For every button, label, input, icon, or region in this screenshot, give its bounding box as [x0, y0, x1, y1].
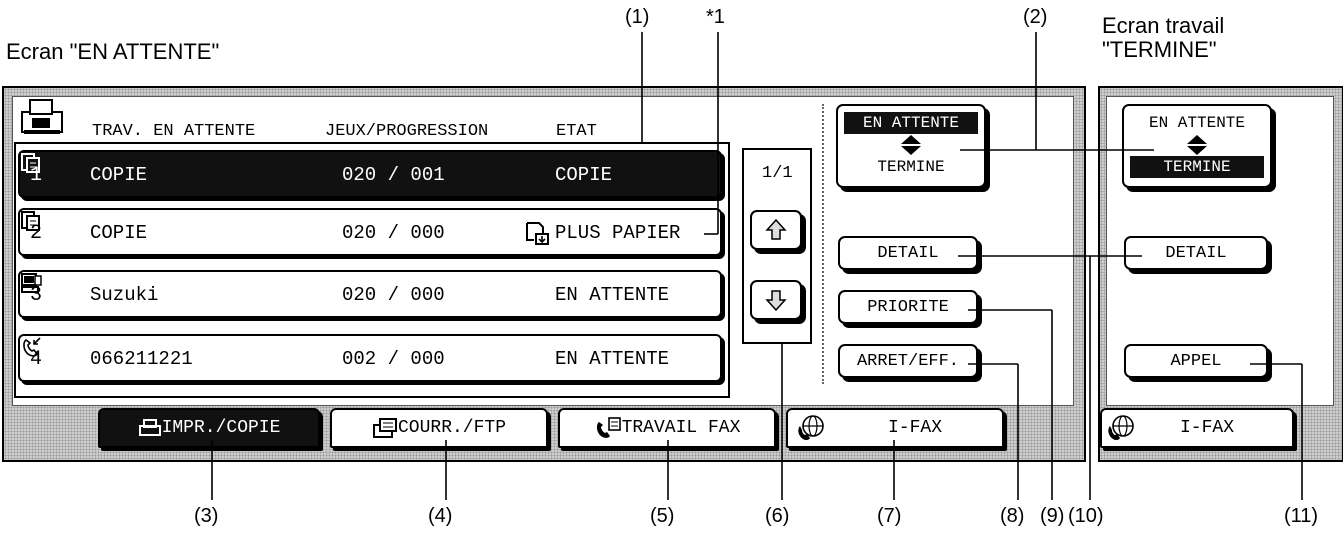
tab-label: TRAVAIL FAX [621, 418, 741, 438]
tab-mail-ftp[interactable]: COURR./FTP [330, 408, 548, 448]
job-row-1[interactable]: 1 COPIE 020 / 001 COPIE [18, 150, 722, 198]
job-number: 2 [30, 222, 43, 245]
callout-1: (1) [625, 6, 650, 28]
callout-6: (6) [765, 505, 790, 527]
callout-9: (9) [1040, 505, 1065, 527]
tab-label: COURR./FTP [397, 418, 507, 438]
job-status: COPIE [555, 164, 613, 186]
paper-out-icon [526, 222, 549, 245]
copy-icon [21, 153, 40, 173]
job-row-4[interactable]: 4 066211221 002 / 000 EN ATTENTE [18, 334, 722, 382]
priority-button[interactable]: PRIORITE [838, 290, 978, 324]
detail-button[interactable]: DETAIL [838, 236, 978, 270]
stop-delete-button[interactable]: ARRET/EFF. [838, 344, 978, 378]
done-screen-caption-1: Ecran travail [1102, 13, 1225, 38]
fax-incoming-icon [23, 337, 41, 357]
printer-header-icon [21, 99, 63, 134]
job-name: 066211221 [90, 348, 193, 370]
call-button[interactable]: APPEL [1124, 344, 1268, 378]
callout-7: (7) [877, 505, 902, 527]
toggle-waiting: EN ATTENTE [844, 112, 978, 134]
job-name: COPIE [90, 164, 148, 186]
job-status: EN ATTENTE [555, 348, 670, 370]
job-quantity: 020 / 000 [342, 284, 445, 306]
callout-star1: *1 [706, 6, 725, 28]
toggle-done: TERMINE [877, 158, 945, 176]
tab-label: IMPR./COPIE [161, 418, 281, 438]
callout-3: (3) [194, 505, 219, 527]
page-indicator: 1/1 [762, 164, 793, 183]
separator [822, 104, 824, 384]
callout-4: (4) [428, 505, 453, 527]
job-name: COPIE [90, 222, 148, 244]
col-header-sets: JEUX/PROGRESSION [325, 122, 489, 141]
done-tab-i-fax[interactable]: I-FAX [1100, 408, 1294, 448]
job-row-3[interactable]: 3 Suzuki 020 / 000 EN ATTENTE [18, 270, 722, 318]
done-detail-button[interactable]: DETAIL [1124, 236, 1268, 270]
tab-i-fax[interactable]: I-FAX [786, 408, 1004, 448]
job-list-frame [14, 142, 730, 398]
globe-icon [798, 415, 824, 441]
mail-icon [372, 418, 397, 438]
job-quantity: 020 / 001 [342, 164, 445, 186]
callout-2: (2) [1023, 6, 1048, 28]
tab-label: I-FAX [1180, 418, 1235, 438]
job-row-2[interactable]: 2 COPIE 020 / 000 PLUS PAPIER [18, 208, 722, 256]
job-number: 1 [30, 164, 43, 187]
col-header-status: ETAT [556, 122, 597, 141]
scroll-up-button[interactable] [750, 210, 802, 250]
callout-5: (5) [650, 505, 675, 527]
job-quantity: 002 / 000 [342, 348, 445, 370]
fax-icon [596, 417, 621, 438]
arrow-down-icon [765, 290, 787, 312]
tab-label: I-FAX [888, 418, 943, 438]
tab-fax-job[interactable]: TRAVAIL FAX [558, 408, 776, 448]
printer-icon [138, 419, 161, 436]
callout-11: (11) [1284, 505, 1319, 527]
toggle-arrows-icon [1187, 135, 1207, 155]
computer-icon [21, 273, 42, 293]
callout-8: (8) [1000, 505, 1025, 527]
job-number: 3 [30, 284, 43, 307]
scroll-down-button[interactable] [750, 280, 802, 320]
done-waiting-toggle[interactable]: EN ATTENTE TERMINE [1122, 104, 1272, 188]
toggle-done: TERMINE [1130, 156, 1264, 178]
waiting-done-toggle[interactable]: EN ATTENTE TERMINE [836, 104, 986, 188]
callout-10: (10) [1068, 505, 1104, 527]
col-header-jobs: TRAV. EN ATTENTE [92, 122, 256, 141]
job-name: Suzuki [90, 284, 159, 306]
done-screen-caption-2: "TERMINE" [1102, 37, 1217, 62]
globe-icon [1108, 415, 1134, 441]
copy-icon [21, 211, 40, 231]
arrow-up-icon [765, 218, 787, 240]
job-status: PLUS PAPIER [555, 222, 681, 244]
toggle-waiting: EN ATTENTE [1148, 114, 1245, 132]
waiting-screen-caption: Ecran "EN ATTENTE" [6, 39, 220, 64]
job-quantity: 020 / 000 [342, 222, 445, 244]
job-number: 4 [30, 348, 43, 371]
job-status: EN ATTENTE [555, 284, 670, 306]
tab-print-copy[interactable]: IMPR./COPIE [98, 408, 320, 448]
toggle-arrows-icon [901, 135, 921, 155]
